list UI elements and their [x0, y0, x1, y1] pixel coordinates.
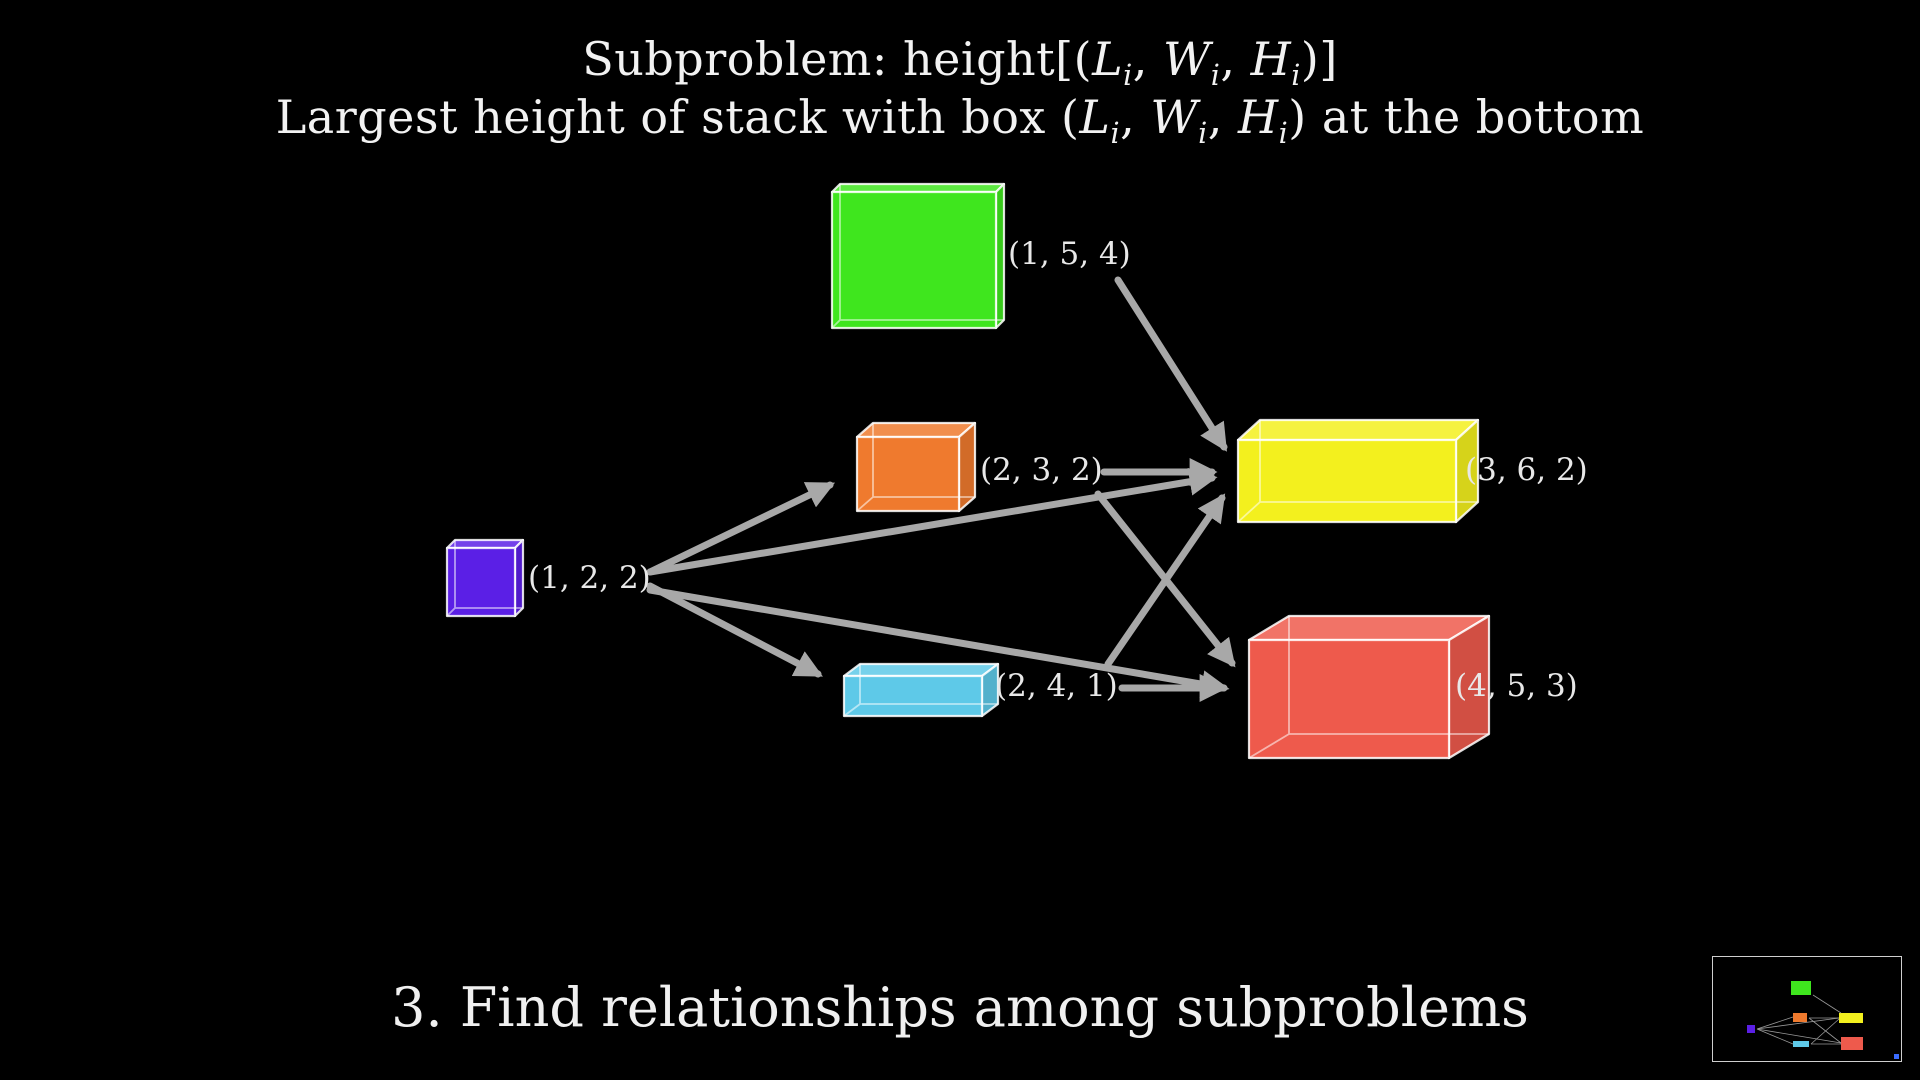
label-box-yellow: (3, 6, 2): [1465, 452, 1588, 488]
arrow-cyan-to-yellow: [1104, 493, 1226, 668]
box-purple-side-face: [513, 538, 525, 618]
box-yellow-top-face: [1236, 418, 1480, 442]
title-var-w: W: [1162, 32, 1211, 86]
label-box-red: (4, 5, 3): [1455, 668, 1578, 704]
minimap-edge: [1810, 1018, 1840, 1045]
label-box-orange: (2, 3, 2): [980, 452, 1103, 488]
edges-layer: [646, 276, 1236, 702]
box-purple-front-face: [445, 546, 517, 618]
definition-sub-h: i: [1278, 117, 1289, 151]
minimap-preview-drawing: [1747, 981, 1863, 1050]
minimap-edge: [1756, 1016, 1794, 1030]
title-comma-1: ,: [1132, 32, 1163, 86]
title-sub-w: i: [1210, 59, 1221, 93]
title-prefix: Subproblem: height[(: [582, 32, 1093, 86]
minimap-edges: [1756, 994, 1842, 1045]
minimap-thumbnail: [1712, 956, 1902, 1062]
minimap-purple-box: [1747, 1025, 1755, 1033]
arrow-purple-to-yellow: [646, 467, 1218, 576]
minimap-red-box: [1841, 1037, 1863, 1050]
title-var-l: L: [1092, 32, 1124, 86]
subproblem-definition: Largest height of stack with box (Li, Wi…: [0, 90, 1920, 150]
definition-comma-1: ,: [1120, 90, 1151, 144]
title-var-h: H: [1250, 32, 1292, 86]
arrow-purple-to-orange: [646, 481, 836, 576]
box-orange: [855, 421, 977, 513]
arrow-purple-to-red: [646, 586, 1230, 699]
label-box-purple: (1, 2, 2): [528, 560, 651, 596]
minimap-yellow-box: [1839, 1013, 1863, 1023]
definition-var-w: W: [1150, 90, 1199, 144]
box-orange-front-face: [855, 435, 961, 513]
title-sub-h: i: [1291, 59, 1301, 93]
minimap-green-box: [1791, 981, 1811, 995]
box-green-side-face: [994, 182, 1006, 330]
box-green-front-face: [830, 190, 998, 330]
title-sub-l: i: [1123, 59, 1133, 93]
minimap-edge: [1756, 1028, 1794, 1045]
minimap-indicator: [1894, 1054, 1899, 1059]
box-purple-top-face: [445, 538, 525, 550]
box-cyan: [842, 662, 1000, 718]
minimap-edge: [1808, 1017, 1842, 1044]
definition-comma-2: ,: [1207, 90, 1238, 144]
step-caption: 3. Find relationships among subproblems: [391, 976, 1529, 1039]
minimap-edge: [1756, 1017, 1840, 1030]
box-purple: [445, 538, 525, 618]
label-box-green: (1, 5, 4): [1008, 236, 1131, 272]
box-red: [1247, 614, 1491, 760]
box-yellow-front-face: [1236, 438, 1458, 524]
box-cyan-top-face: [842, 662, 1000, 678]
box-red-front-face: [1247, 638, 1451, 760]
box-purple-hidden-edges: [446, 540, 523, 617]
minimap-edge: [1756, 1028, 1842, 1044]
box-orange-hidden-edges: [856, 423, 975, 512]
box-cyan-front-face: [842, 674, 984, 718]
definition-var-h: H: [1238, 90, 1279, 144]
box-green-hidden-edges: [831, 184, 1004, 329]
box-red-hidden-edges: [1248, 616, 1489, 759]
box-green-top-face: [830, 182, 1006, 194]
box-yellow-hidden-edges: [1237, 420, 1478, 523]
definition-var-l: L: [1079, 90, 1111, 144]
title-suffix: )]: [1300, 32, 1338, 86]
minimap-orange-box: [1793, 1013, 1807, 1022]
box-cyan-hidden-edges: [843, 664, 998, 717]
subproblem-title: Subproblem: height[(Li, Wi, Hi)]: [0, 32, 1920, 92]
definition-sub-l: i: [1110, 117, 1121, 151]
definition-prefix: Largest height of stack with box (: [275, 90, 1080, 144]
definition-suffix: ) at the bottom: [1288, 90, 1645, 144]
box-yellow: [1236, 418, 1480, 524]
box-orange-top-face: [855, 421, 977, 439]
arrow-green-to-yellow: [1114, 276, 1228, 452]
definition-sub-w: i: [1198, 117, 1208, 151]
arrow-purple-to-cyan: [646, 582, 823, 678]
label-box-cyan: (2, 4, 1): [995, 668, 1118, 704]
title-comma-2: ,: [1220, 32, 1251, 86]
boxes-layer: [445, 182, 1491, 760]
minimap-cyan-box: [1793, 1041, 1809, 1047]
box-green: [830, 182, 1006, 330]
minimap-edge: [1812, 994, 1842, 1014]
